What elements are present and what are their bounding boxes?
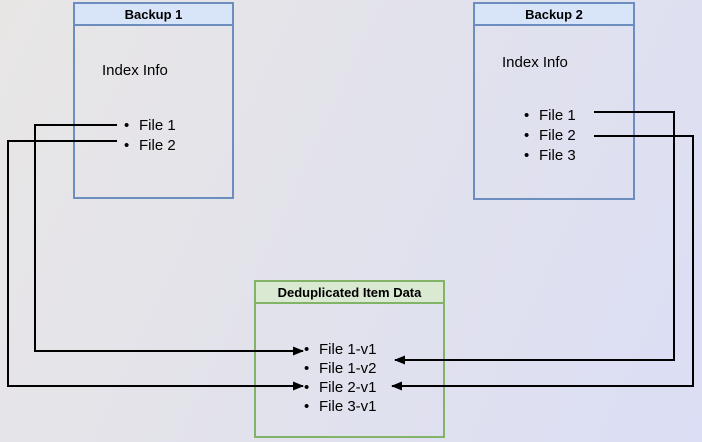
list-item: File 3 bbox=[524, 146, 576, 166]
node-dedup-file-list: File 1-v1File 1-v2File 2-v1File 3-v1 bbox=[304, 340, 377, 416]
node-backup-2-header: Backup 2 bbox=[475, 4, 633, 26]
list-item: File 1-v2 bbox=[304, 359, 377, 378]
node-dedup: Deduplicated Item Data File 1-v1File 1-v… bbox=[254, 280, 445, 438]
list-item: File 1 bbox=[124, 116, 176, 136]
list-item: File 2 bbox=[524, 126, 576, 146]
node-backup-1-header: Backup 1 bbox=[75, 4, 232, 26]
node-dedup-header: Deduplicated Item Data bbox=[256, 282, 443, 304]
node-backup-2-file-list: File 1File 2File 3 bbox=[524, 106, 576, 166]
node-backup-2: Backup 2 Index Info File 1File 2File 3 bbox=[473, 2, 635, 200]
node-backup-1-index-info-label: Index Info bbox=[102, 62, 168, 79]
list-item: File 1 bbox=[524, 106, 576, 126]
list-item: File 3-v1 bbox=[304, 397, 377, 416]
node-backup-2-index-info-label: Index Info bbox=[502, 54, 568, 71]
node-dedup-title: Deduplicated Item Data bbox=[277, 284, 422, 300]
list-item: File 2 bbox=[124, 136, 176, 156]
node-backup-2-title: Backup 2 bbox=[525, 6, 583, 22]
node-backup-1: Backup 1 Index Info File 1File 2 bbox=[73, 2, 234, 199]
node-backup-1-file-list: File 1File 2 bbox=[124, 116, 176, 156]
list-item: File 2-v1 bbox=[304, 378, 377, 397]
list-item: File 1-v1 bbox=[304, 340, 377, 359]
node-backup-1-title: Backup 1 bbox=[124, 6, 183, 22]
